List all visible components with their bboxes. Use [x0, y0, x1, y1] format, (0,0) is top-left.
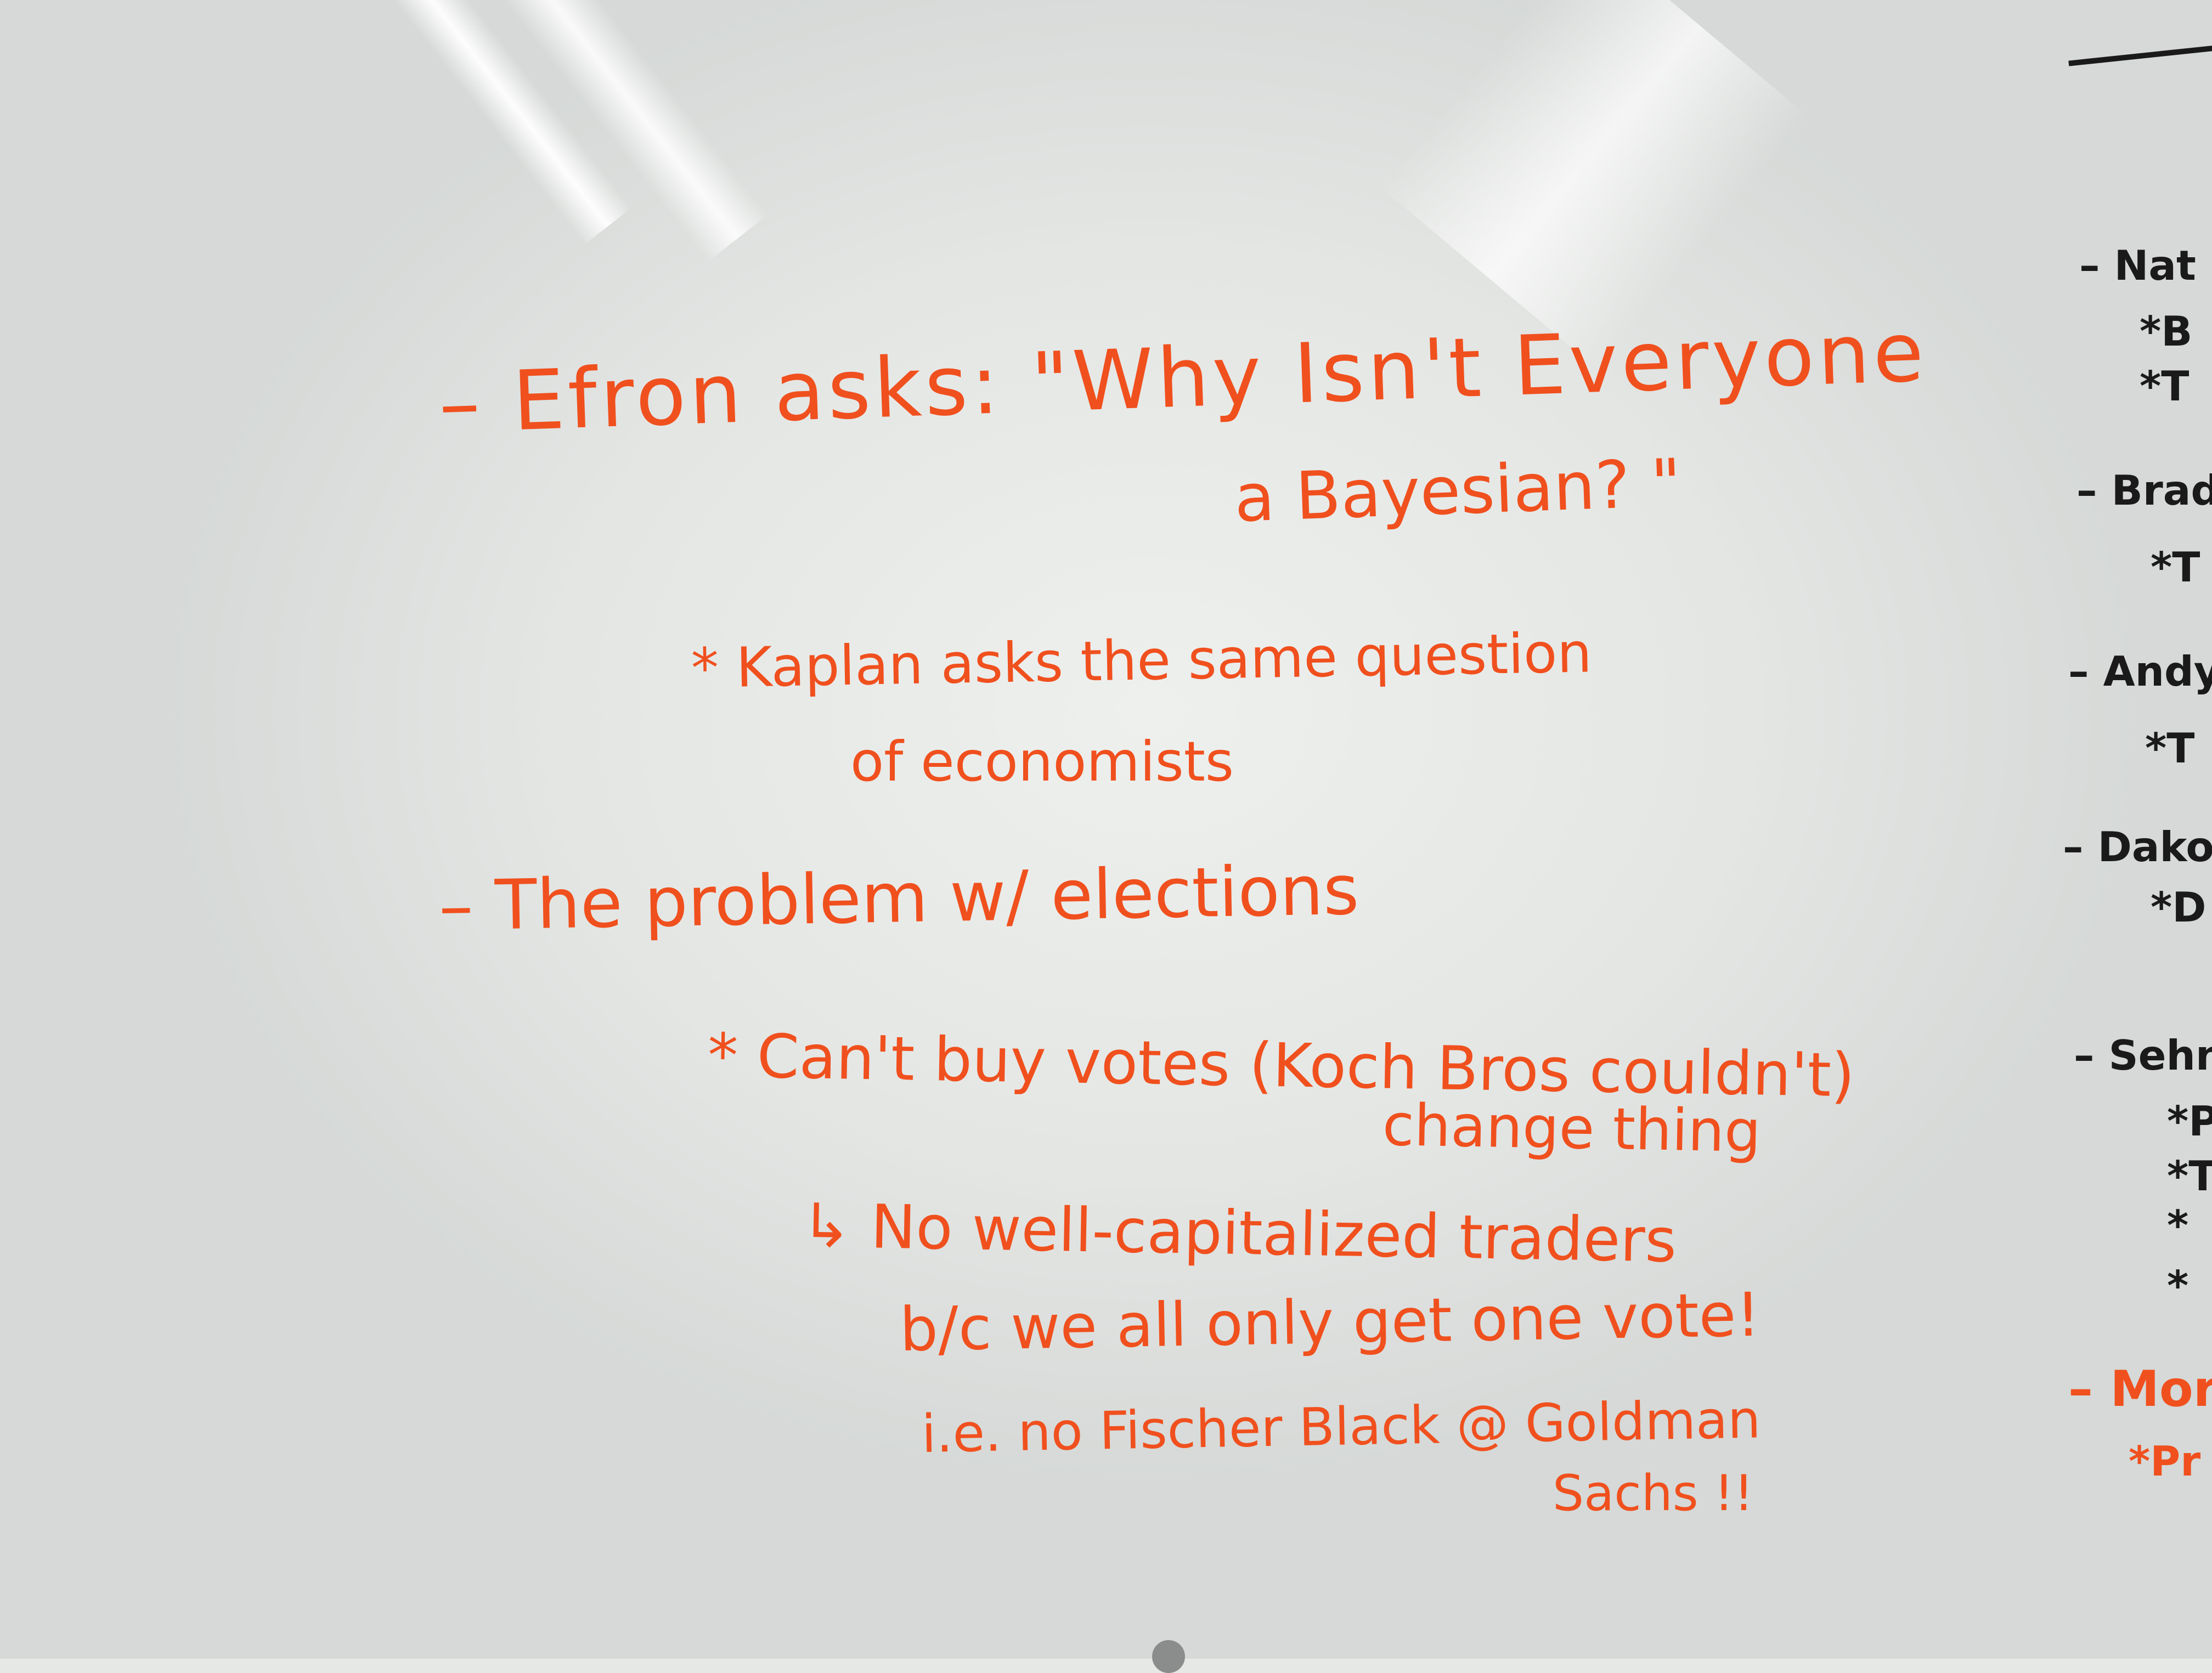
list-item: *T	[2145, 724, 2195, 772]
list-item: – Sehn	[2074, 1031, 2212, 1079]
note-elections-heading: – The problem w/ elections	[438, 850, 1360, 946]
note-efron-question: – Efron asks: "Why Isn't Everyone	[437, 304, 1929, 452]
list-item: *Pr	[2129, 1437, 2201, 1485]
note-kaplan: * Kaplan asks the same question	[690, 620, 1593, 700]
light-glare	[417, 0, 768, 262]
right-margin-list: – Nat *B *T – Brad *T – Andy *T – Dakot …	[2052, 0, 2212, 1659]
list-item: *T	[2140, 362, 2190, 410]
list-item: *	[2167, 1201, 2189, 1250]
list-item: *	[2167, 1262, 2189, 1310]
note-no-traders-cont: b/c we all only get one vote!	[899, 1279, 1761, 1365]
list-item: *T	[2151, 543, 2200, 591]
list-item: – Mor	[2068, 1360, 2212, 1418]
note-fischer-black-cont: Sachs !!	[1553, 1465, 1754, 1522]
note-kaplan-cont: of economists	[850, 730, 1234, 794]
list-item: *P	[2167, 1097, 2212, 1145]
note-cant-buy-votes-cont: change thing	[1381, 1092, 1762, 1166]
list-item: – Dakot	[2063, 823, 2212, 871]
list-item: – Brad	[2076, 466, 2212, 515]
list-item: – Nat	[2079, 241, 2196, 290]
light-glare	[307, 0, 632, 245]
list-item: – Andy	[2068, 647, 2212, 696]
list-item: *D	[2151, 883, 2207, 931]
note-fischer-black: i.e. no Fischer Black @ Goldman	[921, 1389, 1762, 1465]
note-no-traders: ↳ No well-capitalized traders	[800, 1190, 1677, 1276]
list-item: *B	[2140, 307, 2193, 355]
title-underline	[2068, 43, 2212, 66]
note-efron-question-cont: a Bayesian? "	[1233, 445, 1683, 537]
board-mount-knob	[1152, 1640, 1185, 1673]
list-item: *T	[2167, 1152, 2212, 1200]
